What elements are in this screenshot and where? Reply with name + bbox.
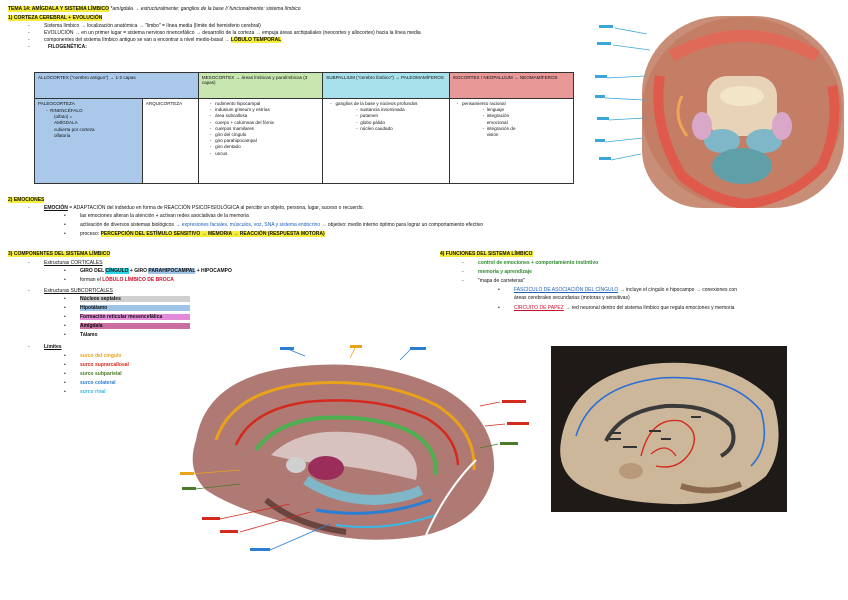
cingulo-highlight: CÍNGULO bbox=[105, 268, 129, 274]
cell-subpallium-list: - ganglios de la base y núcleos profundo… bbox=[322, 98, 450, 184]
papez-circuit-photo bbox=[551, 346, 787, 512]
limit-item-2: surco suprarcallosal bbox=[80, 362, 129, 368]
header-subpallium: SUBPALLIUM ("cerebro límbico") → PALEOMA… bbox=[322, 72, 450, 99]
paleo-list: - RINENCÉFALO (olfato) = AMÍGDALA cubier… bbox=[46, 108, 95, 138]
limit-item-3: surco subparietal bbox=[80, 371, 122, 377]
sagittal-brain-illustration bbox=[176, 350, 516, 550]
emocion-term: EMOCIÓN bbox=[44, 205, 68, 211]
section-4-heading: 4) FUNCIONES DEL SISTEMA LÍMBICO bbox=[440, 251, 533, 258]
function-2: memoria y aprendizaje bbox=[478, 269, 532, 275]
coronal-annotations bbox=[595, 25, 651, 161]
subcortical-item-5: Tálamo bbox=[80, 332, 98, 338]
s1-bullet-1: Sistema límbico → localización anatómica… bbox=[44, 23, 261, 29]
sagittal-brain-drawing bbox=[192, 364, 495, 540]
limits-title: Límites bbox=[44, 344, 62, 350]
header-allocortex: ALLOCORTEX ("cerebro antiguo") → 1-2 cap… bbox=[34, 72, 199, 99]
subcortical-item-2: Hipotálamo bbox=[80, 305, 190, 312]
s2-sub-3-b: PERCEPCIÓN DEL ESTÍMULO SENSITIVO → MEMO… bbox=[100, 231, 325, 237]
cell-arquicorteza: ARQUICORTEZA bbox=[141, 98, 199, 184]
s2-sub-3-a: proceso: bbox=[80, 231, 101, 237]
section-1-heading: 1) CORTEZA CEREBRAL + EVOLUCIÓN bbox=[8, 15, 103, 22]
s1-bullet-2: EVOLUCIÓN → en un primer lugar = sistema… bbox=[44, 30, 421, 36]
cortical-line-1: GIRO DEL CÍNGULO + GIRO PARAHIPOCAMPAL +… bbox=[80, 268, 232, 274]
s1-bullet-4: FILOGENÉTICA: bbox=[48, 44, 87, 50]
header-isocortex: ISOCORTEX / NEOPALLIUM → NEOMAMÍFEROS bbox=[448, 72, 575, 99]
subcortical-item-3: Formación reticular mesencefálica bbox=[80, 314, 190, 321]
s1-b3-text: componentes del sistema límbico antiguo … bbox=[44, 37, 231, 43]
s2-sub-2-c: → objetivo: medio interno óptimo para lo… bbox=[320, 222, 484, 228]
subcortical-item-4: Amígdala bbox=[80, 323, 190, 330]
subcortical-item-1: Núcleos septales bbox=[80, 296, 190, 303]
coronal-brain-drawing bbox=[642, 17, 842, 208]
main-title: TEMA 14: AMÍGDALA Y SISTEMA LÍMBICO bbox=[8, 6, 110, 12]
lobulo-temporal: LÓBULO TEMPORAL bbox=[230, 37, 282, 43]
limit-item-5: surco rinal bbox=[80, 389, 106, 395]
cell-paleocorteza: PALEOCORTEZA - RINENCÉFALO (olfato) = AM… bbox=[34, 98, 143, 184]
s2-sub-2: activación de diversos sistemas biológic… bbox=[80, 222, 483, 228]
subtitle: *amígdala → estructuralmente: ganglios d… bbox=[110, 6, 301, 12]
subcortical-title: Estructuras SUBCORTICALES bbox=[44, 288, 113, 294]
limit-item-1: surco del cíngulo bbox=[80, 353, 122, 359]
s2-sub-2-a: activación de diversos sistemas biológic… bbox=[80, 222, 182, 228]
page-title: TEMA 14: AMÍGDALA Y SISTEMA LÍMBICO *amí… bbox=[8, 6, 301, 12]
limit-item-4: surco colateral bbox=[80, 380, 116, 386]
function-3b: CIRCUITO DE PAPEZ → red neuronal dentro … bbox=[514, 305, 735, 311]
function-1: control de emociones + comportamiento in… bbox=[478, 260, 599, 266]
emocion-definition: = ADAPTACIÓN del individuo en forma de R… bbox=[67, 205, 364, 211]
s2-sub-3: proceso: PERCEPCIÓN DEL ESTÍMULO SENSITI… bbox=[80, 231, 325, 237]
paleo-title: PALEOCORTEZA bbox=[38, 101, 75, 106]
phylogeny-table: ALLOCORTEX ("cerebro antiguo") → 1-2 cap… bbox=[34, 72, 575, 184]
lobulo-limbico-broca: LÓBULO LÍMBICO DE BROCA bbox=[102, 277, 174, 283]
cell-mesocortex-list: - rudimento hipocampal - indusium griseu… bbox=[197, 98, 324, 184]
cortical-title: Estructuras CORTICALES bbox=[44, 260, 103, 266]
header-mesocortex: MESOCORTEX → áreas límbicas y paralímbic… bbox=[197, 72, 324, 99]
s2-sub-1: las emociones alteran la atención + acti… bbox=[80, 213, 249, 219]
section-3-heading: 3) COMPONENTES DEL SISTEMA LÍMBICO bbox=[8, 251, 111, 258]
sagittal-label-marks bbox=[180, 345, 529, 551]
s1-bullet-3: componentes del sistema límbico antiguo … bbox=[44, 37, 282, 43]
cell-isocortex-list: - pensamiento racional - lenguaje - inte… bbox=[448, 98, 575, 184]
function-3a: FASCÍCULO DE ASOCIACIÓN DEL CÍNGULO → in… bbox=[514, 287, 737, 293]
parahipocampal-highlight: PARAHIPOCAMPAL bbox=[148, 268, 196, 274]
circuito-papez: CIRCUITO DE PAPEZ bbox=[514, 305, 564, 311]
coronal-brain-image bbox=[642, 16, 844, 208]
fasciculo-cingulo: FASCÍCULO DE ASOCIACIÓN DEL CÍNGULO bbox=[514, 287, 619, 293]
function-3: "mapa de carreteras" bbox=[478, 278, 525, 284]
cortical-line-2: forman el LÓBULO LÍMBICO DE BROCA bbox=[80, 277, 174, 283]
function-3a-cont: áreas cerebrales secundarias (motoras y … bbox=[514, 295, 630, 301]
s2-sub-2-b: expresiones faciales, músculos, voz, SNA… bbox=[181, 222, 321, 228]
s2-bullet-1: EMOCIÓN = ADAPTACIÓN del individuo en fo… bbox=[44, 205, 364, 211]
section-2-heading: 2) EMOCIONES bbox=[8, 197, 45, 204]
papez-photo-drawing bbox=[560, 362, 779, 505]
